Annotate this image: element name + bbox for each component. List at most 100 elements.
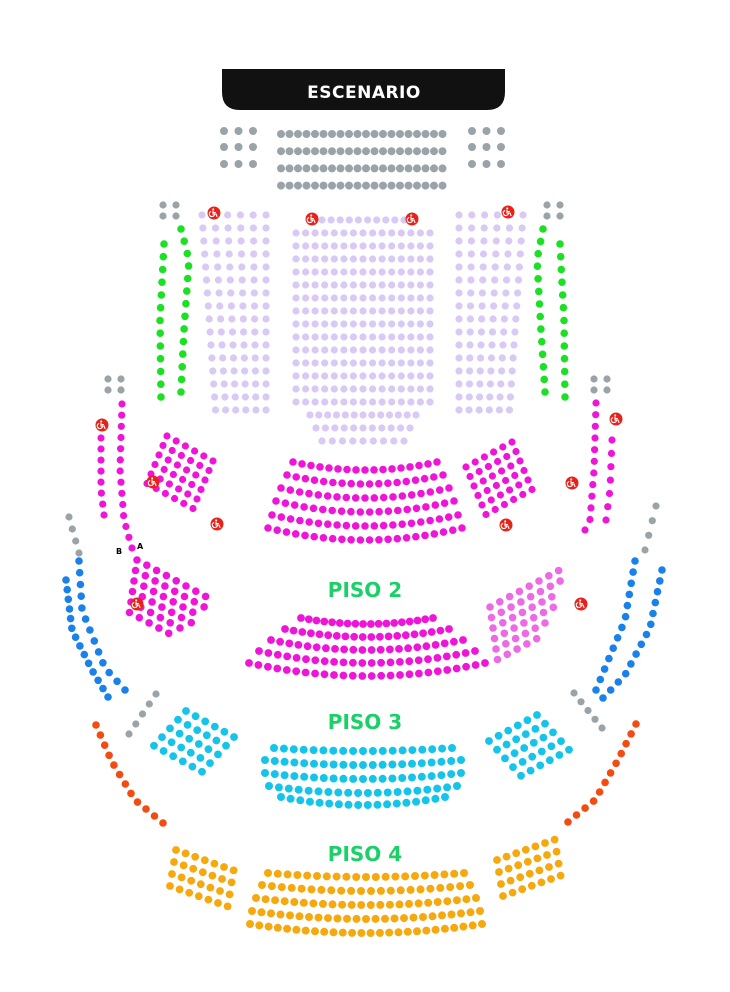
seat[interactable] [322, 872, 331, 881]
seat[interactable] [359, 346, 367, 354]
seat[interactable] [376, 632, 384, 641]
seat[interactable] [447, 910, 456, 919]
seat[interactable] [369, 398, 377, 406]
seat[interactable] [239, 315, 247, 323]
seat[interactable] [493, 655, 502, 664]
seat[interactable] [237, 237, 245, 245]
seat[interactable] [631, 557, 639, 565]
seat[interactable] [181, 442, 189, 450]
seat[interactable] [311, 294, 319, 302]
seat[interactable] [447, 770, 456, 779]
seat[interactable] [320, 927, 329, 936]
seat[interactable] [513, 302, 521, 310]
seat[interactable] [113, 677, 121, 686]
seat[interactable] [487, 354, 496, 362]
seat[interactable] [319, 505, 327, 514]
seat[interactable] [604, 503, 612, 511]
seat[interactable] [167, 608, 176, 617]
seat[interactable] [202, 731, 211, 740]
seat[interactable] [457, 756, 465, 764]
seat[interactable] [283, 924, 292, 933]
seat[interactable] [606, 476, 615, 484]
seat[interactable] [362, 147, 370, 156]
seat[interactable] [302, 372, 310, 380]
seat[interactable] [487, 496, 495, 504]
seat[interactable] [274, 783, 283, 792]
seat[interactable] [330, 658, 338, 666]
seat[interactable] [502, 740, 511, 749]
seat[interactable] [156, 303, 165, 312]
seat[interactable] [189, 608, 197, 616]
seat[interactable] [613, 634, 622, 642]
seat[interactable] [152, 690, 160, 698]
seat[interactable] [378, 255, 386, 263]
seat[interactable] [404, 644, 412, 653]
seat[interactable] [320, 670, 329, 679]
seat[interactable] [159, 212, 167, 220]
seat[interactable] [323, 492, 332, 500]
seat[interactable] [384, 479, 392, 488]
seat[interactable] [369, 372, 377, 380]
seat[interactable] [490, 634, 499, 643]
seat[interactable] [338, 479, 346, 488]
seat[interactable] [342, 493, 351, 502]
seat[interactable] [499, 341, 507, 349]
seat[interactable] [284, 784, 293, 793]
seat[interactable] [506, 393, 514, 401]
seat[interactable] [489, 315, 497, 323]
seat[interactable] [167, 738, 176, 747]
seat[interactable] [273, 664, 282, 673]
seat[interactable] [229, 341, 237, 349]
seat[interactable] [397, 255, 405, 263]
seat[interactable] [369, 437, 377, 445]
seat[interactable] [202, 276, 211, 284]
seat[interactable] [311, 307, 319, 315]
seat[interactable] [362, 873, 370, 881]
seat[interactable] [76, 642, 84, 650]
seat[interactable] [215, 289, 223, 297]
seat[interactable] [212, 237, 220, 245]
seat[interactable] [387, 130, 396, 138]
seat[interactable] [488, 328, 497, 336]
seat[interactable] [86, 626, 94, 634]
seat[interactable] [292, 294, 300, 302]
seat[interactable] [277, 793, 285, 801]
seat[interactable] [97, 489, 105, 497]
seat[interactable] [130, 577, 138, 585]
seat[interactable] [328, 618, 336, 627]
seat[interactable] [349, 229, 357, 237]
seat[interactable] [257, 908, 266, 917]
seat[interactable] [301, 926, 310, 935]
seat[interactable] [351, 494, 360, 502]
seat[interactable] [325, 464, 333, 472]
seat[interactable] [625, 590, 634, 599]
seat[interactable] [181, 312, 189, 321]
seat[interactable] [436, 883, 445, 892]
seat[interactable] [240, 354, 248, 362]
seat[interactable] [199, 224, 207, 232]
seat[interactable] [229, 866, 238, 875]
seat[interactable] [194, 740, 203, 748]
seat[interactable] [301, 474, 310, 483]
seat[interactable] [405, 899, 413, 908]
seat[interactable] [379, 164, 387, 173]
seat[interactable] [515, 481, 523, 489]
seat[interactable] [152, 566, 161, 575]
seat[interactable] [245, 659, 253, 667]
seat[interactable] [193, 495, 201, 503]
seat[interactable] [271, 896, 280, 905]
seat[interactable] [307, 885, 316, 894]
seat[interactable] [488, 341, 496, 349]
seat[interactable] [264, 869, 272, 877]
seat[interactable] [430, 130, 438, 138]
seat[interactable] [349, 268, 357, 276]
seat[interactable] [521, 845, 530, 854]
seat[interactable] [373, 800, 382, 809]
seat[interactable] [398, 520, 407, 528]
seat[interactable] [525, 869, 534, 878]
seat[interactable] [371, 873, 380, 881]
seat[interactable] [316, 463, 324, 471]
seat[interactable] [262, 380, 270, 388]
seat[interactable] [151, 460, 159, 469]
seat[interactable] [547, 742, 556, 751]
